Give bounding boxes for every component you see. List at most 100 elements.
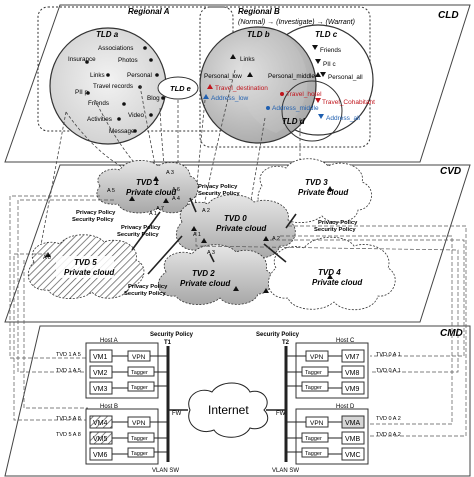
vertex-label: A 1 xyxy=(149,211,157,217)
tvd2-cloud xyxy=(157,244,273,305)
tld-e-item-address-low: Address_low xyxy=(211,95,249,102)
vm-label: VMB xyxy=(345,436,361,443)
right-tunnel-labels: TVD 0 A 1 TVD 0 A 1 TVD 0 A 2 TVD 0 A 2 xyxy=(376,352,401,438)
vertex-label: A 6 xyxy=(172,187,180,193)
tvd3-cloud xyxy=(257,158,372,223)
tvd4-name: TVD 4 xyxy=(318,268,341,277)
tvd5-name: TVD 5 xyxy=(74,258,97,267)
tunnel-label: TVD 0 A 1 xyxy=(376,352,401,358)
tunnel-label: TVD 5 A 8 xyxy=(56,432,81,438)
tunnel-label: TVD 5 A 8 xyxy=(56,416,81,422)
tld-bc-overlap xyxy=(240,30,308,133)
triangle-marker xyxy=(230,54,236,59)
security-policy-label: Security Policy xyxy=(117,232,159,238)
vm-label: VM4 xyxy=(93,420,108,427)
vm-label: VMA xyxy=(345,420,361,427)
blue-triangle-marker xyxy=(203,94,209,99)
tld-e-label: TLD e xyxy=(170,84,191,93)
vpn-label: VPN xyxy=(310,420,324,427)
tld-d-circle xyxy=(281,80,343,142)
red-dot-marker xyxy=(280,92,284,96)
vlan-sw-left-label: VLAN SW xyxy=(152,468,179,474)
vm-label: VM1 xyxy=(93,354,108,361)
tld-a-item: Photos xyxy=(118,57,138,64)
tagger-label: Tagger xyxy=(131,385,148,391)
tld-c-label: TLD c xyxy=(315,30,338,39)
tld-a-item: PII p xyxy=(75,89,88,96)
tld-a-item: Associations xyxy=(98,45,133,52)
host-c-label: Host C xyxy=(336,338,355,344)
blue-inverted-triangle-marker xyxy=(318,114,324,119)
triangle-marker xyxy=(315,72,321,77)
vertex-label: A 3 xyxy=(207,250,215,256)
vertex-label: A 2 xyxy=(272,236,280,242)
tagger-label: Tagger xyxy=(131,451,148,457)
tvd1-name: TVD 1 xyxy=(136,178,159,187)
cloud-vertex-markers xyxy=(45,176,333,293)
vm-label: VM9 xyxy=(345,386,360,393)
vertex-label: A 5 xyxy=(107,188,115,194)
tvd4-cloud xyxy=(267,236,396,310)
tvd1-sub: Private cloud xyxy=(126,188,177,197)
vpn-label: VPN xyxy=(132,420,146,427)
fw-left-label: FW xyxy=(172,411,182,417)
security-policy-label: Security Policy xyxy=(198,191,240,197)
triangle-marker xyxy=(247,72,253,77)
tld-c-item: Friends xyxy=(320,47,341,54)
overlap-item-address-middle: Address_middle xyxy=(272,105,319,112)
cvd-cmd-links xyxy=(9,195,467,437)
privacy-policy-label: Privacy Policy xyxy=(318,220,358,226)
tld-b-item: Personal_middle xyxy=(268,73,315,80)
tvd3-sub: Private cloud xyxy=(298,188,349,197)
tunnel-label: TVD 0 A 1 xyxy=(376,368,401,374)
tvd1-cloud xyxy=(96,160,199,214)
privacy-policy-label: Privacy Policy xyxy=(76,210,116,216)
vm-label: VM6 xyxy=(93,452,108,459)
inverted-triangle-marker xyxy=(312,45,318,50)
internet-cloud xyxy=(188,382,269,438)
vm-label: VM8 xyxy=(345,370,360,377)
tvd4-sub: Private cloud xyxy=(312,278,363,287)
tvd0-sub: Private cloud xyxy=(216,224,267,233)
left-tunnel-labels: TVD 1 A 5 TVD 1 A 5 TVD 5 A 8 TVD 5 A 8 xyxy=(56,352,81,438)
host-a-label: Host A xyxy=(100,338,118,344)
tld-e-item-travel-destination: Travel_destination xyxy=(215,85,268,92)
tld-b-circle xyxy=(199,26,317,144)
tld-a-item: Personal xyxy=(127,72,152,79)
tunnel-label: TVD 1 A 5 xyxy=(56,368,81,374)
privacy-policy-label: Privacy Policy xyxy=(198,184,238,190)
overlap-item-address-all: Address_all xyxy=(326,115,361,122)
host-d-label: Host D xyxy=(336,404,355,410)
vm-label: VM5 xyxy=(93,436,108,443)
cld-layer-label: CLD xyxy=(438,10,459,21)
vertex-label: A 1 xyxy=(193,232,201,238)
security-policy-label: Security Policy xyxy=(72,217,114,223)
host-d: Host D VMA VMB VMC VPN Tagger Tagger xyxy=(286,404,369,465)
vm-label: VM7 xyxy=(345,354,360,361)
vlan-sw-right-label: VLAN SW xyxy=(272,468,299,474)
vertex-label: A 4 xyxy=(172,196,180,202)
tld-b-item: Personal_low xyxy=(204,73,242,80)
vertex-label: A 7 xyxy=(156,206,164,212)
overlap-item-travel-cohabitant: Travel_Cohabitant xyxy=(322,99,375,106)
tld-a-item: Blog xyxy=(147,95,160,102)
tld-a-dots xyxy=(85,46,165,133)
vm-label: VM2 xyxy=(93,370,108,377)
vertex-label: A 3 xyxy=(166,170,174,176)
vm-label: VMC xyxy=(345,452,361,459)
tld-b-items: Links Personal_low Personal_middle xyxy=(204,56,315,80)
tunnel-label: TVD 0 A 2 xyxy=(376,432,401,438)
tld-c-items: Friends PII c Personal_all xyxy=(320,47,363,81)
privacy-policy-label: Privacy Policy xyxy=(121,225,161,231)
tld-e-items: Travel_destination Address_low xyxy=(203,84,268,102)
tagger-label: Tagger xyxy=(305,370,322,376)
cvd-layer-label: CVD xyxy=(440,166,461,177)
security-policy-right: Security Policy xyxy=(256,332,300,338)
tagger-label: Tagger xyxy=(131,436,148,442)
tld-a-item: Message xyxy=(109,128,135,135)
regional-a-label: Regional A xyxy=(128,7,170,16)
t1-label: T1 xyxy=(164,340,172,346)
vpn-label: VPN xyxy=(132,354,146,361)
